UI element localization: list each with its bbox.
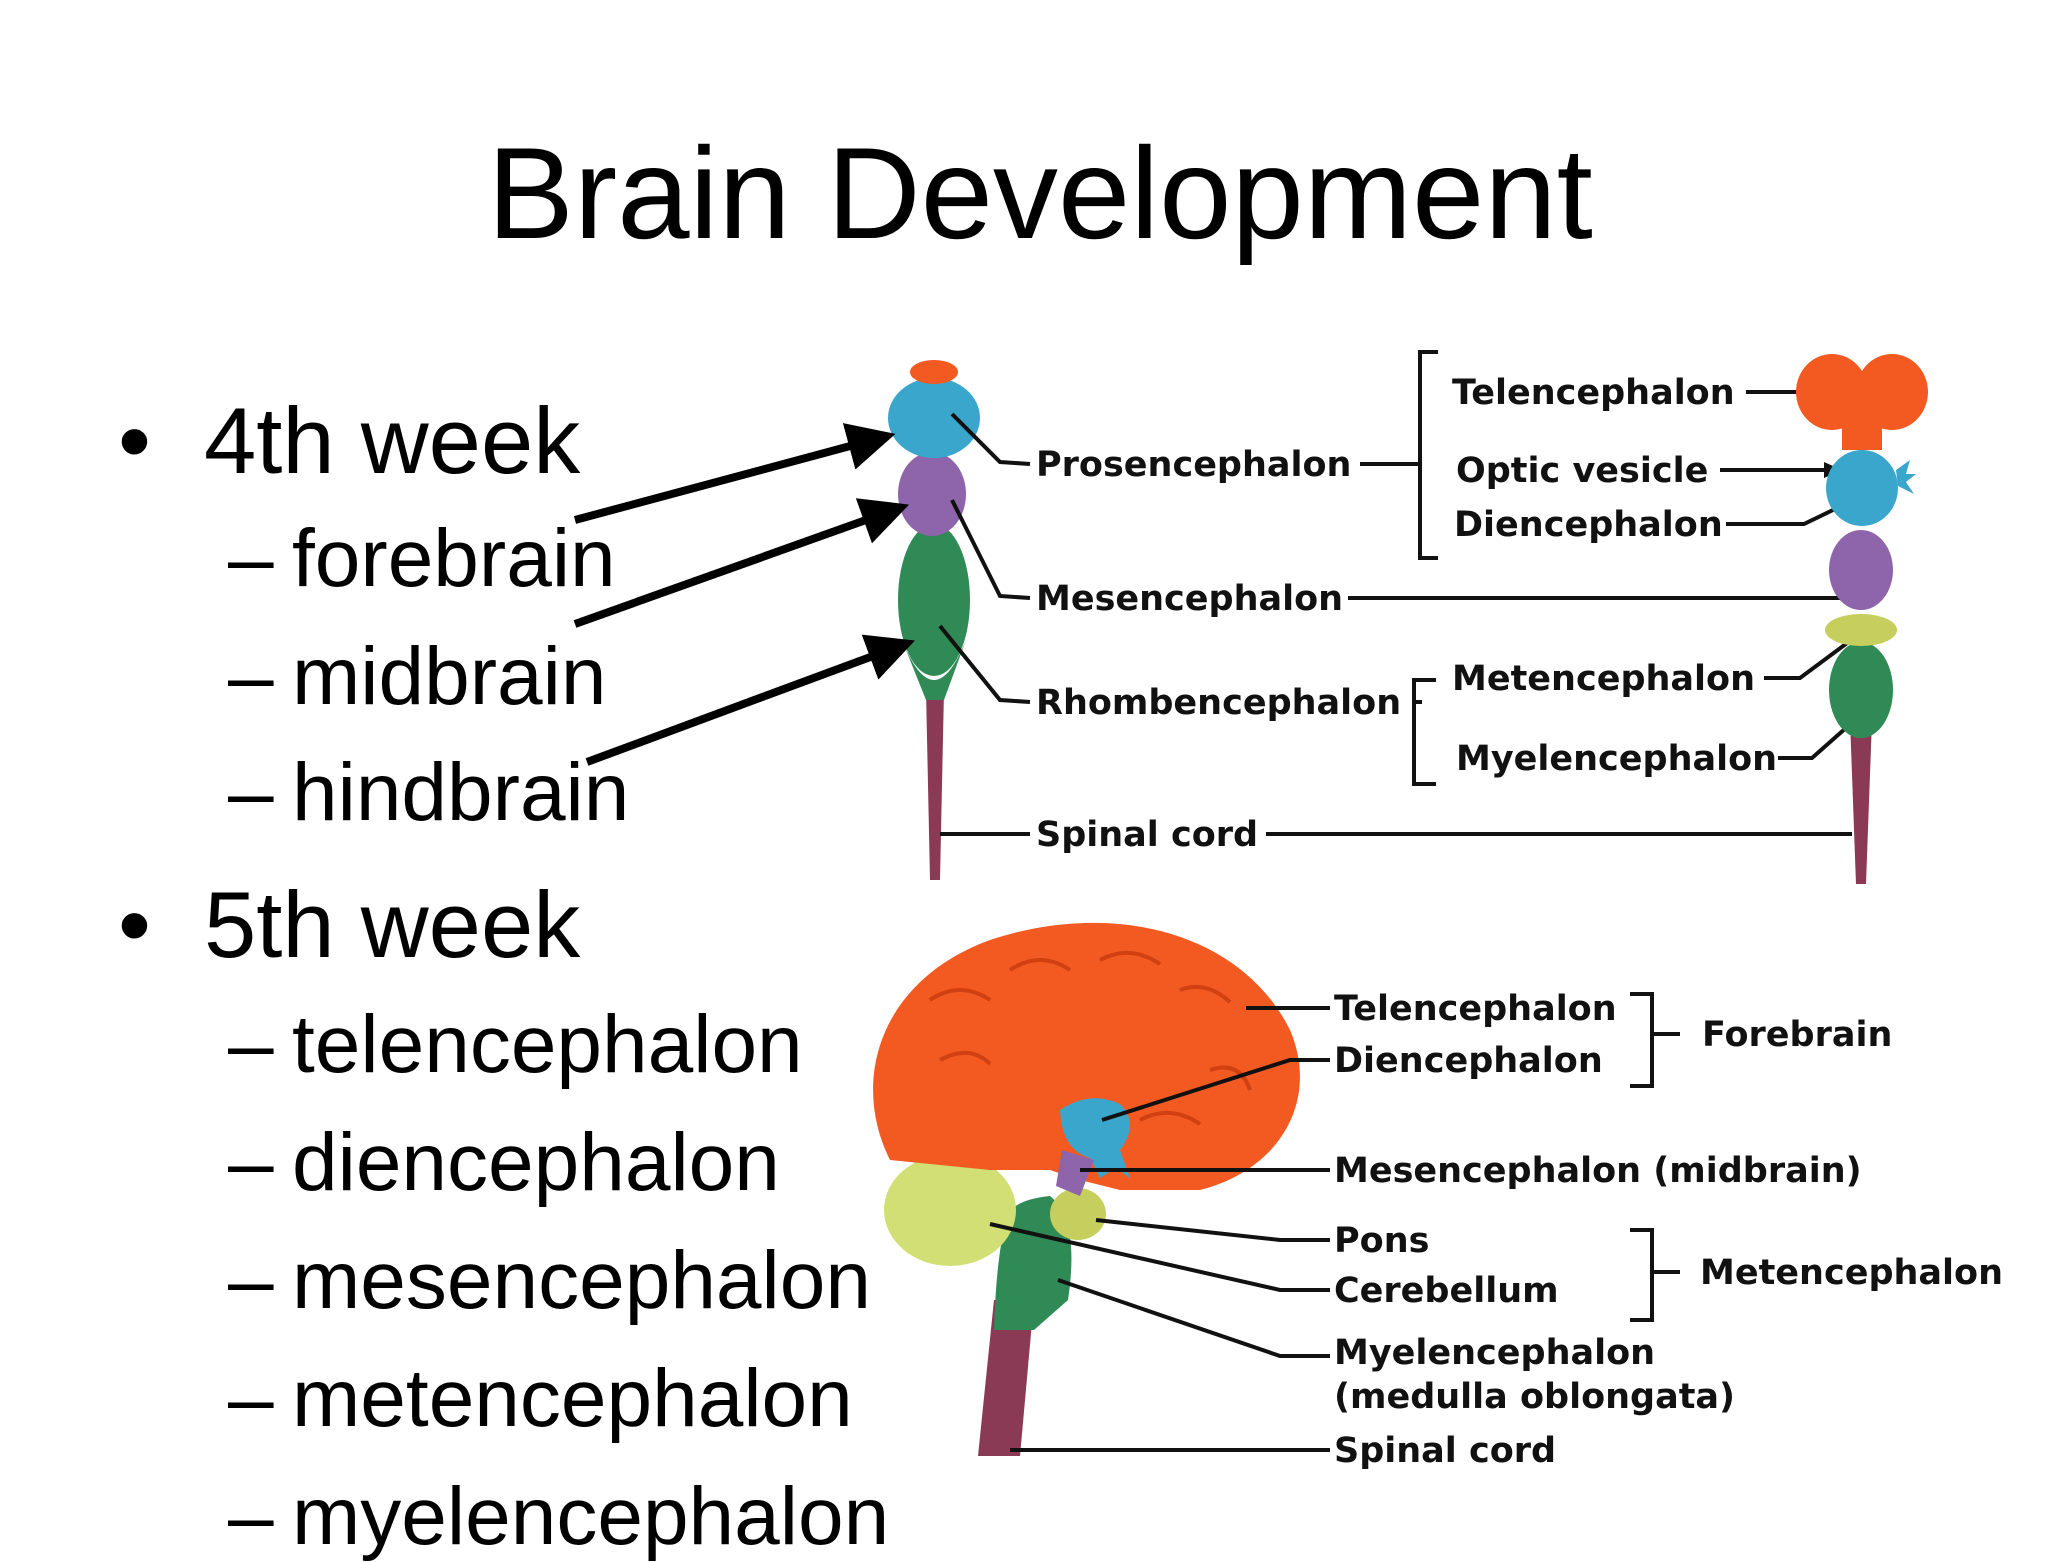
telencephalon-stalk bbox=[1842, 400, 1882, 450]
sub-telencephalon: telencephalon bbox=[292, 999, 803, 1090]
label-pons: Pons bbox=[1334, 1221, 1429, 1261]
label-metencephalon: Metencephalon bbox=[1452, 659, 1755, 699]
bottom-leader-lines bbox=[989, 992, 1680, 1452]
label-myelencephalon: Myelencephalon bbox=[1334, 1333, 1655, 1373]
bullet-5th-week: 5th week bbox=[204, 872, 581, 977]
telencephalon-cap bbox=[910, 360, 958, 384]
label-myelencephalon: Myelencephalon bbox=[1456, 739, 1777, 779]
spinal-cord bbox=[978, 1300, 1034, 1456]
dash-marker: – bbox=[228, 999, 274, 1090]
slide-title: Brain Development bbox=[487, 120, 1593, 266]
mesencephalon-vesicle bbox=[898, 452, 966, 536]
dash-marker: – bbox=[228, 1353, 274, 1444]
rhombencephalon-vesicle bbox=[898, 524, 970, 676]
label-diencephalon: Diencephalon bbox=[1454, 505, 1723, 545]
dash-marker: – bbox=[228, 1117, 274, 1208]
dash-marker: – bbox=[228, 1235, 274, 1326]
label-medulla-oblongata: (medulla oblongata) bbox=[1334, 1377, 1735, 1417]
label-mesencephalon: Mesencephalon (midbrain) bbox=[1334, 1151, 1862, 1191]
spinal-cord-segment bbox=[1850, 720, 1872, 884]
label-diencephalon: Diencephalon bbox=[1334, 1041, 1603, 1081]
sub-mesencephalon: mesencephalon bbox=[292, 1235, 871, 1326]
spinal-cord-segment bbox=[926, 690, 944, 880]
adult-brain-illustration bbox=[873, 922, 1300, 1456]
label-telencephalon: Telencephalon bbox=[1334, 989, 1617, 1029]
sub-metencephalon: metencephalon bbox=[292, 1353, 853, 1444]
label-spinal-cord: Spinal cord bbox=[1334, 1431, 1556, 1471]
cerebrum bbox=[873, 922, 1300, 1190]
bullet-arrows bbox=[573, 423, 916, 766]
dash-marker: – bbox=[228, 631, 274, 722]
bullet-4th-week: 4th week bbox=[204, 388, 581, 493]
label-spinal-cord: Spinal cord bbox=[1036, 815, 1258, 855]
dash-marker: – bbox=[228, 513, 274, 604]
label-telencephalon: Telencephalon bbox=[1452, 373, 1735, 413]
arrow-forebrain bbox=[573, 423, 896, 524]
sub-midbrain: midbrain bbox=[292, 631, 607, 722]
label-cerebellum: Cerebellum bbox=[1334, 1271, 1559, 1311]
label-mesencephalon: Mesencephalon bbox=[1036, 579, 1343, 619]
label-rhombencephalon: Rhombencephalon bbox=[1036, 683, 1401, 723]
dash-marker: – bbox=[228, 747, 274, 838]
sub-diencephalon: diencephalon bbox=[292, 1117, 780, 1208]
sub-forebrain: forebrain bbox=[292, 513, 616, 604]
neural-tube-5th-week bbox=[1796, 354, 1928, 884]
neural-tube-4th-week bbox=[888, 360, 980, 880]
bullet-marker: • bbox=[118, 388, 151, 493]
mesencephalon-region bbox=[1056, 1150, 1094, 1196]
prosencephalon-vesicle bbox=[888, 378, 980, 458]
arrow-midbrain bbox=[573, 498, 910, 628]
bullet-marker: • bbox=[118, 872, 151, 977]
label-prosencephalon: Prosencephalon bbox=[1036, 445, 1351, 485]
myelencephalon-vesicle bbox=[1829, 642, 1893, 738]
pons bbox=[1050, 1188, 1106, 1240]
cerebellum bbox=[884, 1154, 1016, 1266]
diencephalon-vesicle bbox=[1826, 450, 1898, 526]
cerebrum-gyri bbox=[928, 950, 1252, 1126]
metencephalon-band bbox=[1825, 614, 1897, 646]
mesencephalon-vesicle bbox=[1829, 530, 1893, 610]
optic-cup bbox=[1896, 460, 1916, 494]
label-metencephalon: Metencephalon bbox=[1700, 1253, 2003, 1293]
label-optic-vesicle: Optic vesicle bbox=[1456, 451, 1708, 491]
label-forebrain: Forebrain bbox=[1702, 1015, 1892, 1055]
sub-hindbrain: hindbrain bbox=[292, 747, 630, 838]
arrow-hindbrain bbox=[585, 634, 916, 766]
